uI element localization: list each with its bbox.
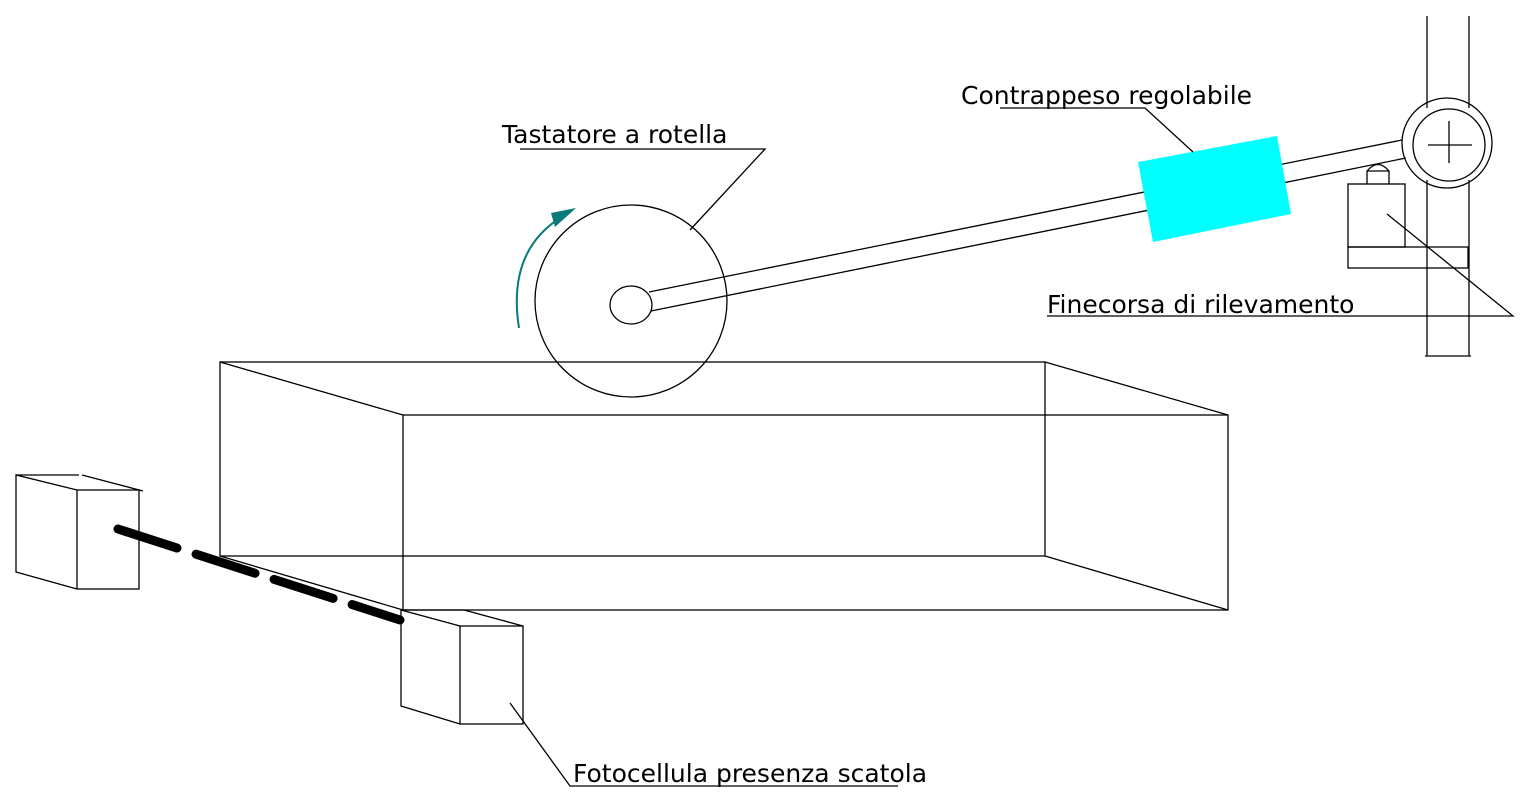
counterweight-block (1138, 136, 1291, 242)
box-edge (1044, 555, 1229, 611)
lever-arm-edge (648, 139, 1403, 293)
leader-counterweight (1000, 107, 1194, 153)
receiver-front (459, 625, 524, 725)
lever-arm-edge (650, 157, 1407, 312)
emitter-front (76, 489, 140, 590)
emitter-edge (81, 474, 144, 492)
wheel-rim (534, 204, 728, 398)
rotation-arrow-head (551, 208, 576, 227)
label-photocell: Fotocellula presenza scatola (573, 759, 927, 788)
photocell-receiver (400, 609, 524, 725)
box-edge (1044, 361, 1229, 416)
limit-switch-body (1347, 183, 1406, 248)
pivot-inner-ring (1412, 108, 1486, 182)
wheel-hub (609, 285, 653, 325)
box-back-face (219, 361, 1046, 557)
rotation-arrow (515, 208, 576, 329)
box-edge (219, 555, 404, 611)
pivot-outer-ring (1401, 97, 1493, 189)
pivot-post (1401, 16, 1493, 357)
receiver-edge (463, 609, 524, 627)
leader-lines (509, 107, 1515, 787)
leader-limit-switch (1047, 213, 1515, 317)
box (219, 361, 1229, 611)
box-front-face (402, 414, 1229, 611)
limit-switch-plunger (1366, 163, 1390, 184)
box-edge (219, 361, 404, 416)
label-counterweight: Contrappeso regolabile (961, 81, 1252, 110)
leader-roller-feeler (520, 148, 767, 231)
label-roller-feeler: Tastatore a rotella (501, 120, 727, 149)
limit-switch (1347, 163, 1469, 269)
rotation-arrow-arc (515, 217, 561, 329)
label-limit-switch: Finecorsa di rilevamento (1047, 290, 1354, 319)
beam-line (113, 524, 405, 625)
limit-switch-bracket (1347, 246, 1469, 269)
leader-photocell (509, 702, 898, 787)
receiver-side (400, 609, 461, 725)
emitter-side (15, 474, 78, 590)
lever-arm (648, 139, 1407, 312)
roller-wheel (534, 204, 728, 398)
photocell-beam (113, 524, 405, 625)
